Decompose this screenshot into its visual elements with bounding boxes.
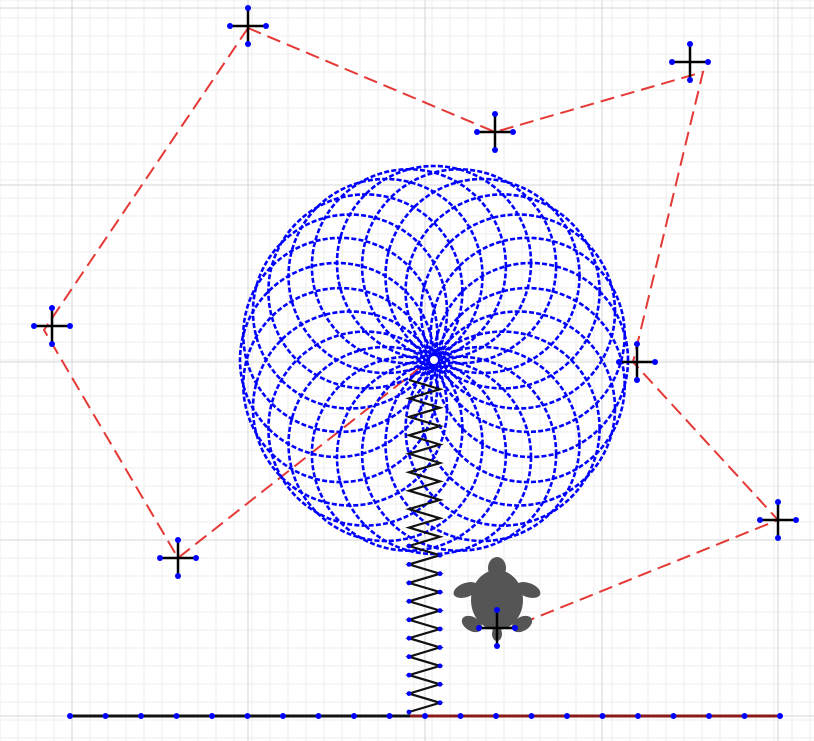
spring-node <box>407 581 412 586</box>
baseline-node <box>422 713 428 719</box>
baseline-node <box>600 713 606 719</box>
spring-node <box>438 682 443 687</box>
crosshair-handle-icon[interactable] <box>669 41 711 83</box>
baseline-node <box>777 713 783 719</box>
spring-node <box>438 645 443 650</box>
baseline-node <box>529 713 535 719</box>
baseline-node <box>742 713 748 719</box>
baseline-node <box>564 713 570 719</box>
crosshair-handle-icon[interactable] <box>227 5 269 47</box>
spring-node <box>407 599 412 604</box>
baseline-node <box>138 713 144 719</box>
spring-node <box>438 571 443 576</box>
spring-node <box>407 654 412 659</box>
spring-node <box>407 636 412 641</box>
baseline-node <box>387 713 393 719</box>
spring-node <box>438 627 443 632</box>
baseline-node <box>103 713 109 719</box>
baseline-node <box>706 713 712 719</box>
baseline-node <box>351 713 357 719</box>
crosshair-handle-icon[interactable] <box>157 537 199 579</box>
baseline-node <box>209 713 215 719</box>
crosshair-handle-icon[interactable] <box>474 111 516 153</box>
baseline-node <box>493 713 499 719</box>
spring-node <box>407 691 412 696</box>
spring-node <box>438 664 443 669</box>
crosshair-handle-icon[interactable] <box>616 341 658 383</box>
baseline-node <box>245 713 251 719</box>
spring-node <box>407 673 412 678</box>
baseline-node <box>67 713 73 719</box>
spring-node <box>438 553 443 558</box>
spring-node <box>407 544 412 549</box>
spring-node <box>438 608 443 613</box>
baseline-node <box>280 713 286 719</box>
spring-node <box>438 700 443 705</box>
baseline-track <box>67 713 783 719</box>
crosshair-handle-icon[interactable] <box>31 305 73 347</box>
baseline-node <box>174 713 180 719</box>
spring-node <box>407 710 412 715</box>
spring-node <box>407 562 412 567</box>
baseline-node <box>635 713 641 719</box>
rosette-center <box>430 356 438 364</box>
spring-node <box>407 617 412 622</box>
polygon-edge-right <box>248 28 778 628</box>
baseline-node <box>316 713 322 719</box>
spring-node <box>438 590 443 595</box>
baseline-node <box>671 713 677 719</box>
baseline-node <box>458 713 464 719</box>
